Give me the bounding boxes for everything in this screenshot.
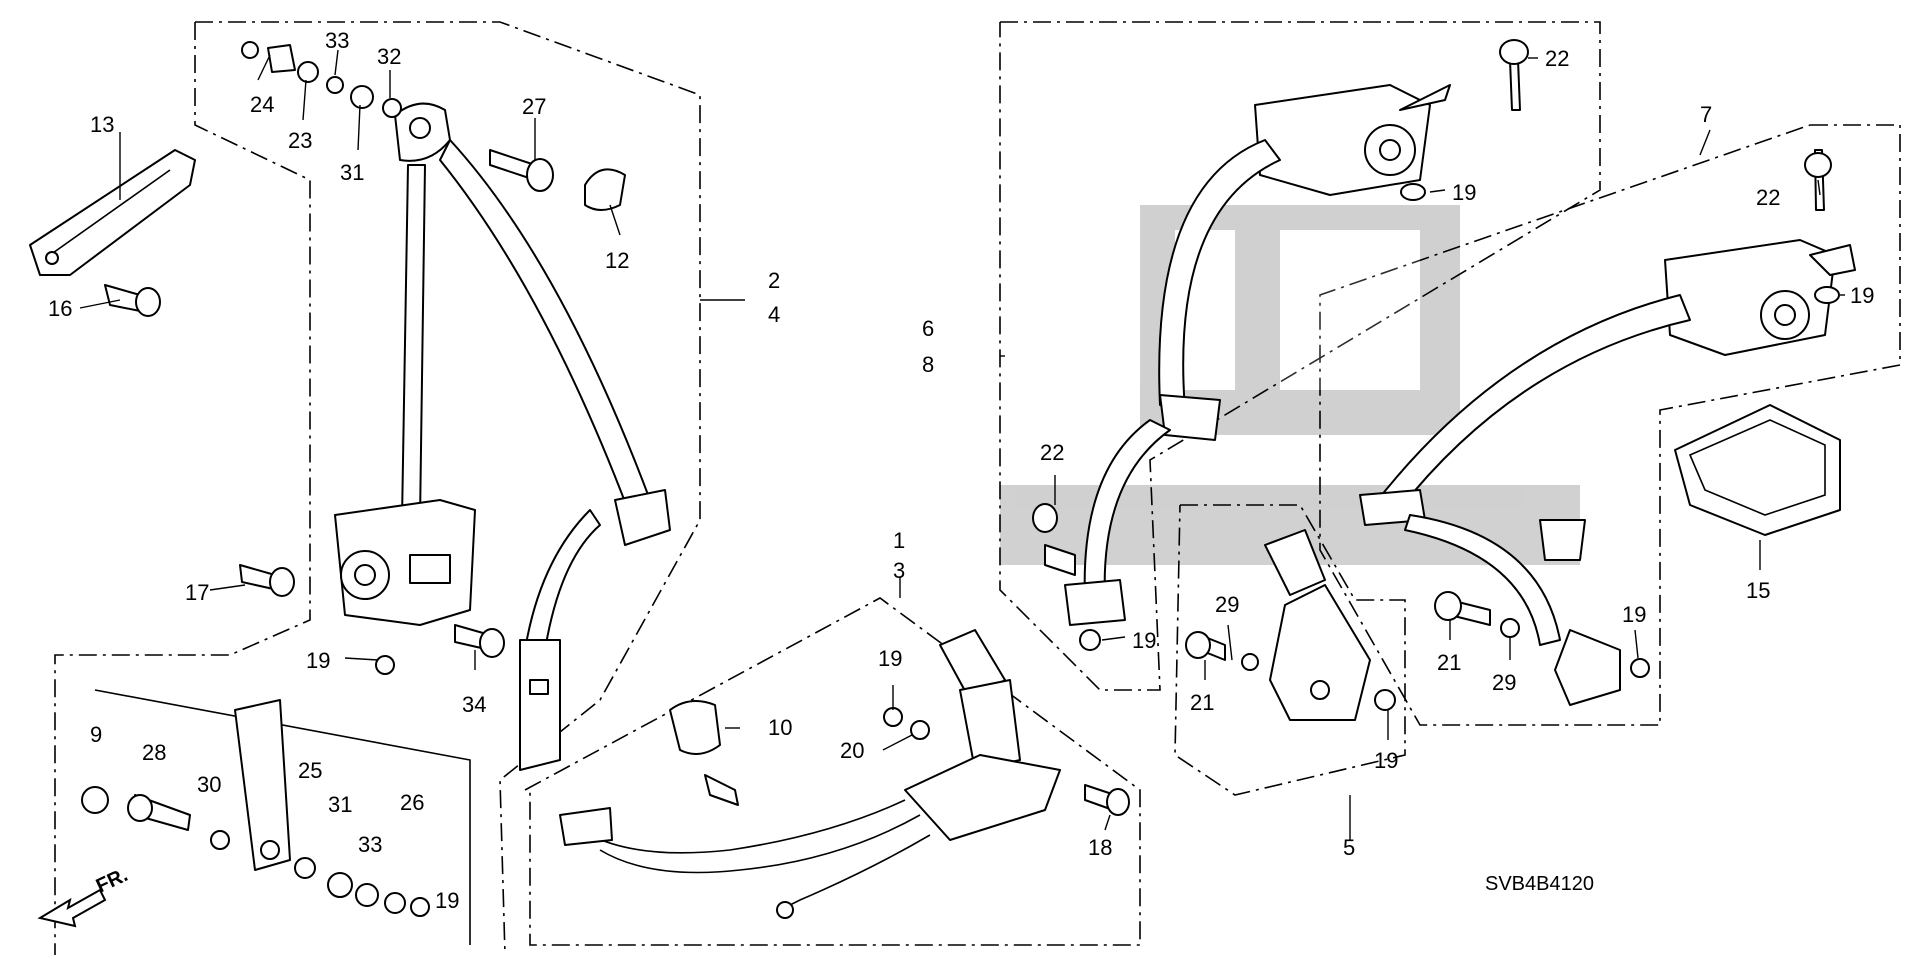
small-parts-top-left: [241, 41, 626, 211]
callout-33: 33: [325, 28, 349, 53]
callout-19-lower: 19: [435, 888, 459, 913]
cap-9: [81, 786, 109, 814]
callout-22-rear: 22: [1040, 440, 1064, 465]
washer-33c: [355, 883, 379, 907]
callout-19-right: 19: [1850, 283, 1874, 308]
washer-31: [350, 85, 374, 109]
callout-22-right: 22: [1756, 185, 1780, 210]
diagram-code: SVB4B4120: [1485, 873, 1594, 895]
callout-9: 9: [90, 722, 102, 747]
bolt-17: [239, 564, 295, 597]
front-seat-belt-assembly: [334, 102, 671, 771]
washer-19d: [1814, 286, 1840, 304]
callout-2: 2: [768, 268, 780, 293]
callout-18: 18: [1088, 835, 1112, 860]
washer-33: [326, 76, 344, 94]
callout-34: 34: [462, 692, 486, 717]
washer-26: [384, 892, 406, 914]
callout-15: 15: [1746, 578, 1770, 603]
rear-right-belt-assembly: [1359, 149, 1856, 706]
callout-13: 13: [90, 112, 114, 137]
washer-19-top-center: [1400, 183, 1426, 201]
washer-24a: [241, 41, 259, 59]
callout-26: 26: [400, 790, 424, 815]
callout-7: 7: [1700, 102, 1712, 127]
bolt-34: [454, 624, 505, 658]
callout-30: 30: [197, 772, 221, 797]
washer-31b: [294, 857, 316, 879]
callout-19-front: 19: [306, 648, 330, 673]
callout-21a: 21: [1190, 690, 1214, 715]
callout-27: 27: [522, 94, 546, 119]
rear-left-belt-assembly: [1032, 84, 1451, 626]
front-direction-indicator: FR.: [37, 864, 131, 928]
callout-19-rb: 19: [1374, 748, 1398, 773]
callout-10: 10: [768, 715, 792, 740]
callout-4: 4: [768, 302, 780, 327]
tray-15: [1674, 404, 1841, 536]
washer-29b: [1500, 618, 1520, 638]
bolt-16: [104, 284, 161, 317]
callout-5: 5: [1343, 835, 1355, 860]
bolt-22-top: [1499, 39, 1529, 111]
front-buckle-assembly: [559, 629, 1130, 919]
rear-buckle-assembly: [1185, 529, 1396, 721]
callout-8: 8: [922, 352, 934, 377]
callout-19-rear: 19: [1132, 628, 1156, 653]
washer-19c: [1374, 689, 1396, 711]
callout-16: 16: [48, 296, 72, 321]
callout-32: 32: [377, 44, 401, 69]
callout-25: 25: [298, 758, 322, 783]
washer-32: [382, 98, 402, 118]
bolt-22-rear-left: [1044, 544, 1076, 576]
callout-21b: 21: [1437, 650, 1461, 675]
callout-28: 28: [142, 740, 166, 765]
washer-19e: [1630, 658, 1650, 678]
washer-30: [210, 830, 230, 850]
washer-19-rear-left: [1079, 629, 1101, 651]
callout-labels: 13 16 24 23 33 32 31 27 12 2 4 17 19 34 …: [48, 28, 1874, 913]
callout-6: 6: [922, 316, 934, 341]
leader-lines: [79, 49, 1845, 840]
callout-23: 23: [288, 128, 312, 153]
lower-left-parts: [81, 689, 471, 945]
callout-24: 24: [250, 92, 274, 117]
washers-19-20-front-buckle: [883, 707, 930, 740]
group-boundaries: [54, 21, 1901, 956]
sensor-10: [669, 700, 739, 806]
callout-17: 17: [185, 580, 209, 605]
callout-31b: 31: [328, 792, 352, 817]
callout-20: 20: [840, 738, 864, 763]
washer-19-left: [375, 655, 395, 675]
direction-arrow-icon: [37, 888, 107, 928]
cap-12: [584, 168, 626, 211]
anchor-plate-25: [234, 699, 291, 871]
callout-29b: 29: [1492, 670, 1516, 695]
callout-3: 3: [893, 558, 905, 583]
washer-29a: [1241, 653, 1259, 671]
washer-23: [297, 61, 319, 83]
callout-29a: 29: [1215, 592, 1239, 617]
callout-22-top: 22: [1545, 46, 1569, 71]
callout-19-top: 19: [1452, 180, 1476, 205]
callout-33b: 33: [358, 832, 382, 857]
washer-33b: [327, 872, 353, 898]
callout-31: 31: [340, 160, 364, 185]
callout-1: 1: [893, 528, 905, 553]
callout-19-rr: 19: [1622, 602, 1646, 627]
anchor-plate-13: [29, 149, 196, 276]
spacer-24: [267, 44, 296, 73]
callout-12: 12: [605, 248, 629, 273]
callout-19-buckle: 19: [878, 646, 902, 671]
washer-19b: [410, 897, 430, 917]
